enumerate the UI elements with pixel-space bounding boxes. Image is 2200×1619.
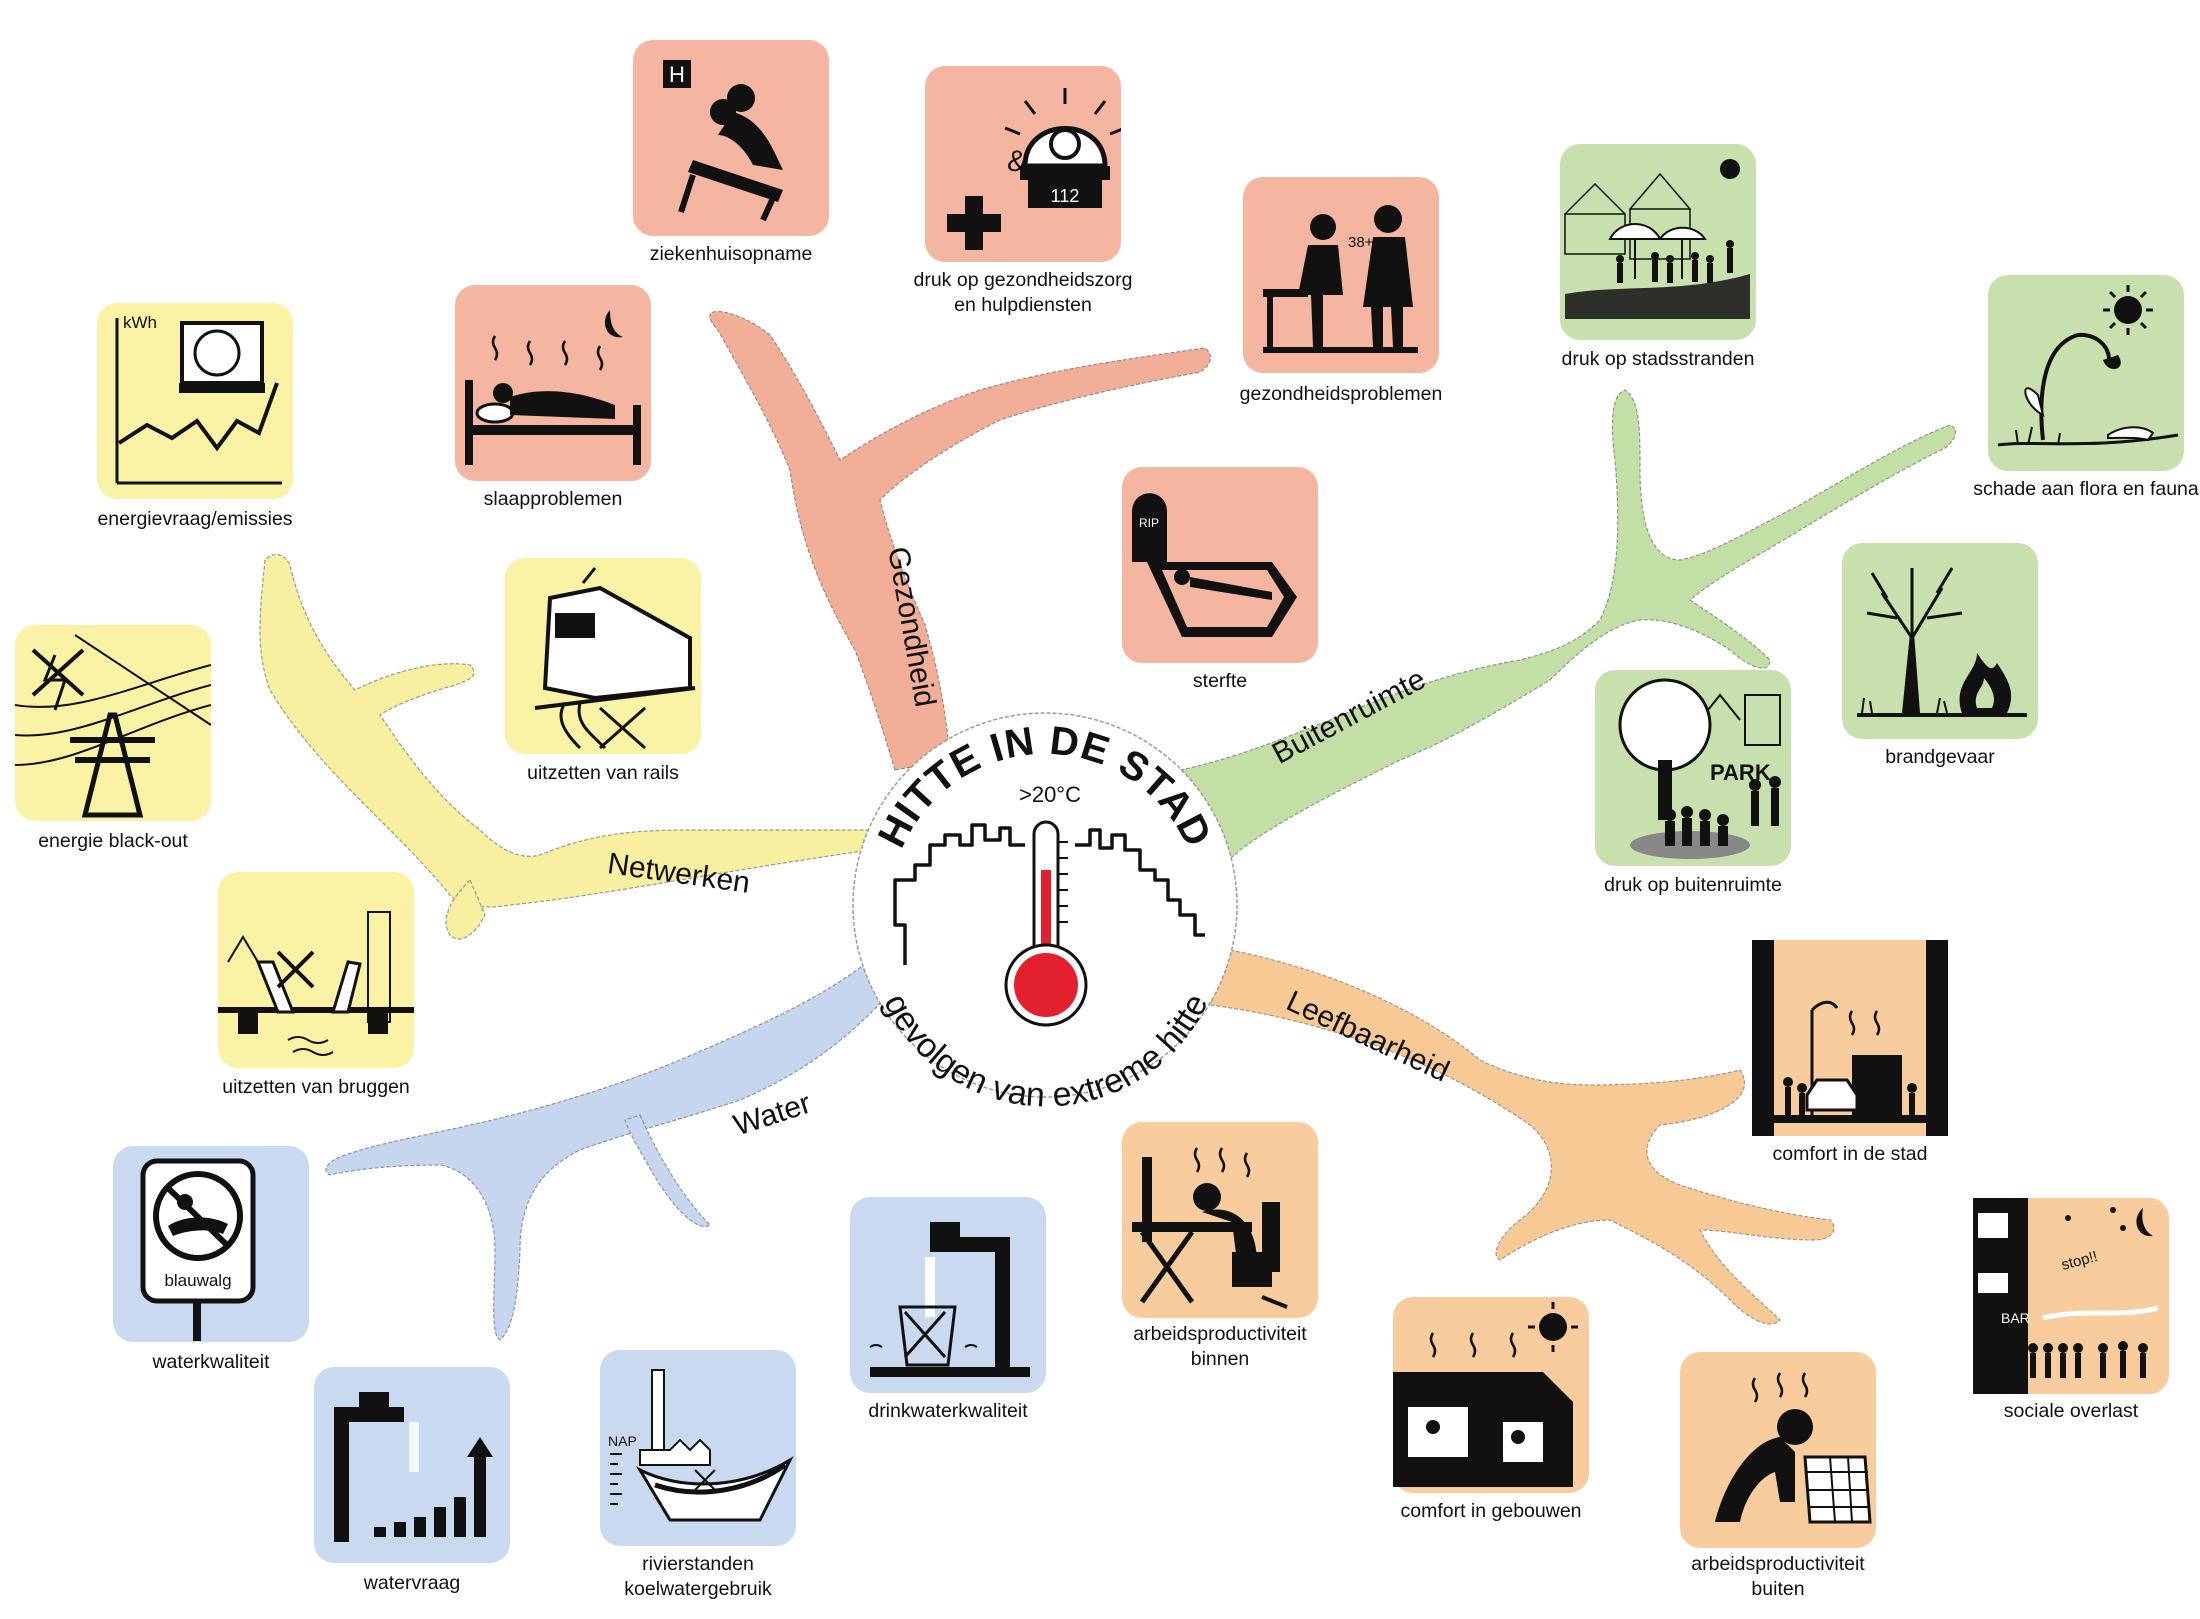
office-worker-icon bbox=[1132, 1147, 1288, 1309]
label-gezondheidsproblemen: gezondheidsproblemen bbox=[1239, 383, 1443, 405]
tile-blackout bbox=[15, 625, 211, 821]
power-plant-river-icon: NAP bbox=[608, 1369, 794, 1522]
branch-water-twig bbox=[624, 1114, 711, 1228]
tile-ziekenhuisopname: H bbox=[633, 40, 829, 236]
label-sociale-overlast: sociale overlast bbox=[2003, 1400, 2139, 1422]
branch-netwerken bbox=[259, 553, 871, 908]
label-energievraag: energievraag/emissies bbox=[97, 508, 293, 530]
sleepless-bed-icon bbox=[465, 310, 641, 465]
tile-druk-zorg: & 112 bbox=[925, 66, 1121, 262]
label-comfort-stad: comfort in de stad bbox=[1772, 1143, 1928, 1165]
tile-flora-fauna bbox=[1988, 275, 2184, 471]
center-temperature: >20°C bbox=[1019, 782, 1081, 807]
label-drinkwater: drinkwaterkwaliteit bbox=[868, 1400, 1028, 1422]
bar-noise-icon: BAR stop!! bbox=[1973, 1198, 2159, 1394]
tap-glass-icon bbox=[869, 1222, 1030, 1377]
train-rails-icon bbox=[534, 567, 696, 750]
label-ziekenhuisopname: ziekenhuisopname bbox=[649, 243, 813, 265]
label-arbeid-buiten: arbeidsproductiviteit buiten bbox=[1691, 1553, 1865, 1600]
svg-text:blauwalg: blauwalg bbox=[164, 1271, 231, 1290]
coffin-icon: RIP bbox=[1132, 493, 1297, 637]
tile-comfort-gebouwen bbox=[1393, 1297, 1589, 1493]
power-pylon-icon bbox=[15, 634, 211, 818]
svg-text:H: H bbox=[669, 62, 685, 87]
label-flora-fauna: schade aan flora en fauna bbox=[1973, 478, 2199, 500]
label-waterkwaliteit: waterkwaliteit bbox=[152, 1351, 270, 1373]
skyline-right-icon bbox=[1075, 828, 1205, 937]
label-stadsstranden: druk op stadsstranden bbox=[1561, 348, 1755, 370]
airconditioner-graph-icon: kWh bbox=[115, 313, 282, 485]
thermometer-icon bbox=[1004, 820, 1088, 1027]
tile-sterfte: RIP bbox=[1122, 467, 1318, 663]
tap-demand-icon bbox=[334, 1392, 493, 1542]
tile-drinkwater bbox=[850, 1197, 1046, 1393]
svg-text:kWh: kWh bbox=[123, 313, 157, 332]
tile-comfort-stad bbox=[1752, 940, 1948, 1136]
label-watervraag: watervraag bbox=[363, 1572, 461, 1594]
skyline-left-icon bbox=[893, 823, 1025, 965]
label-uitzetten-rails: uitzetten van rails bbox=[527, 762, 679, 784]
ambulance-siren-icon: & 112 bbox=[947, 88, 1121, 250]
label-druk-zorg: druk op gezondheidszorg en hulpdiensten bbox=[913, 269, 1133, 316]
label-brandgevaar: brandgevaar bbox=[1885, 746, 1995, 768]
label-arbeid-binnen: arbeidsproductiviteit binnen bbox=[1133, 1323, 1307, 1370]
branch-buitenruimte bbox=[1179, 389, 1957, 863]
wilted-flower-icon bbox=[1997, 285, 2179, 447]
label-sterfte: sterfte bbox=[1192, 670, 1248, 692]
doctor-patient-icon: 38+ bbox=[1263, 205, 1418, 353]
branch-leefbaarheid bbox=[1209, 949, 1835, 1325]
paving-worker-icon bbox=[1715, 1372, 1872, 1524]
tile-sociale-overlast: BAR stop!! bbox=[1973, 1198, 2169, 1394]
tile-arbeid-binnen bbox=[1122, 1122, 1318, 1318]
drawbridge-icon bbox=[218, 911, 414, 1056]
wildfire-icon bbox=[1857, 567, 2027, 717]
svg-text:PARK: PARK bbox=[1710, 760, 1771, 785]
tile-arbeid-buiten bbox=[1680, 1352, 1876, 1548]
tile-brandgevaar bbox=[1842, 543, 2038, 739]
hot-street-icon bbox=[1752, 940, 1948, 1136]
svg-text:112: 112 bbox=[1051, 186, 1080, 206]
svg-text:BAR: BAR bbox=[2001, 1310, 2030, 1326]
hot-building-icon bbox=[1393, 1302, 1578, 1487]
label-druk-buitenruimte: druk op buitenruimte bbox=[1604, 874, 1782, 896]
crowded-park-icon: PARK bbox=[1618, 678, 1781, 859]
svg-text:RIP: RIP bbox=[1139, 516, 1159, 530]
tile-druk-buitenruimte: PARK bbox=[1595, 670, 1791, 866]
tile-watervraag bbox=[314, 1367, 510, 1563]
svg-text:NAP: NAP bbox=[608, 1433, 637, 1449]
label-rivierstanden: rivierstanden koelwatergebruik bbox=[624, 1553, 772, 1600]
tile-uitzetten-bruggen bbox=[218, 872, 414, 1068]
tile-slaapproblemen bbox=[455, 285, 651, 481]
tile-uitzetten-rails bbox=[505, 558, 701, 754]
city-beach-icon bbox=[1564, 159, 1750, 319]
svg-text:38+: 38+ bbox=[1348, 234, 1374, 251]
svg-text:stop!!: stop!! bbox=[2060, 1248, 2100, 1274]
hospital-patient-icon: H bbox=[663, 60, 783, 222]
tile-stadsstranden bbox=[1560, 144, 1756, 340]
label-comfort-gebouwen: comfort in gebouwen bbox=[1400, 1500, 1582, 1522]
branch-netwerken-twig bbox=[445, 878, 486, 940]
branch-gezondheid bbox=[709, 310, 1212, 771]
tile-energievraag: kWh bbox=[97, 303, 293, 499]
tile-gezondheidsproblemen: 38+ bbox=[1243, 177, 1439, 373]
label-blackout: energie black-out bbox=[38, 830, 188, 852]
branch-water bbox=[325, 959, 906, 1341]
tile-waterkwaliteit: blauwalg bbox=[113, 1146, 309, 1342]
label-slaapproblemen: slaapproblemen bbox=[483, 488, 623, 510]
label-uitzetten-bruggen: uitzetten van bruggen bbox=[222, 1076, 410, 1098]
no-swimming-sign-icon: blauwalg bbox=[140, 1158, 256, 1341]
tile-rivierstanden: NAP bbox=[600, 1350, 796, 1546]
